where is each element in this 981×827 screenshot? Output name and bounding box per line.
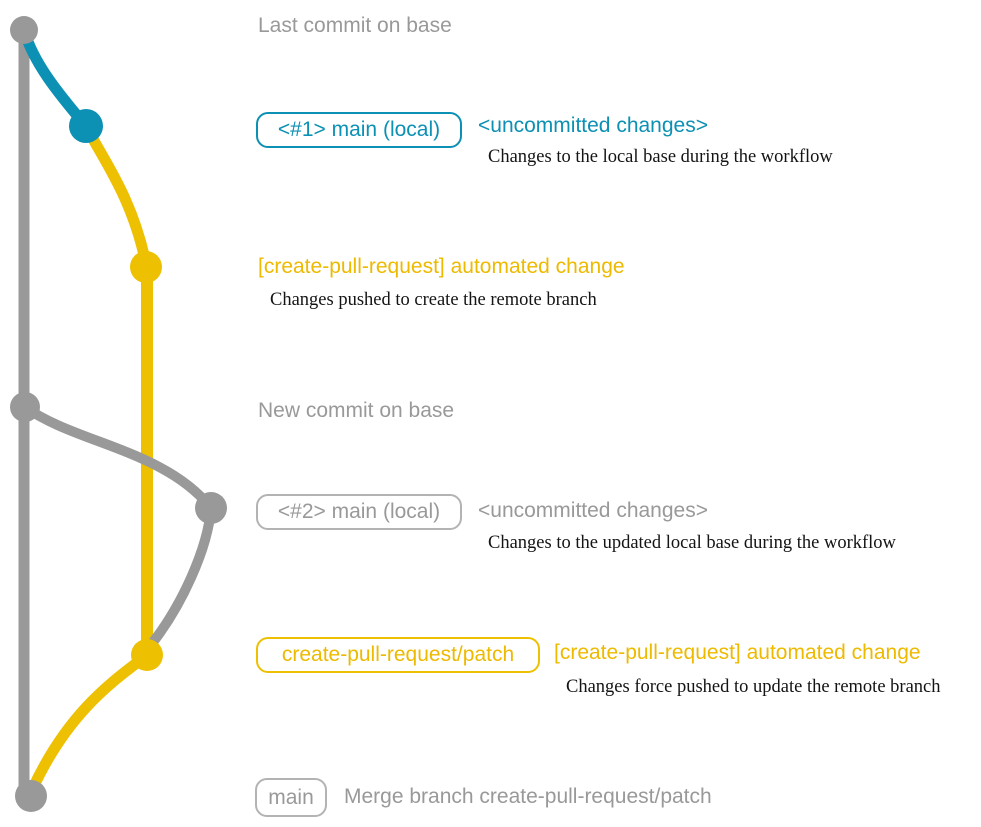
main-local-2-badge: <#2> main (local) <box>256 494 462 530</box>
merge-branch-label: Merge branch create-pull-request/patch <box>344 785 712 808</box>
commit-dot-new-base <box>10 392 40 422</box>
commit-dot-last-base <box>10 16 38 44</box>
local-base-changes-note: Changes to the local base during the wor… <box>488 147 833 167</box>
main-local-1-badge: <#1> main (local) <box>256 112 462 148</box>
main-local-2-badge-label: <#2> main (local) <box>277 500 441 523</box>
automated-change-2-label: [create-pull-request] automated change <box>554 641 921 664</box>
patch-branch-badge-label: create-pull-request/patch <box>281 643 515 666</box>
updated-main-local-curve <box>20 402 216 513</box>
automated-change-1-label: [create-pull-request] automated change <box>258 255 625 278</box>
last-commit-label: Last commit on base <box>258 14 452 37</box>
merge-into-base-curve <box>26 649 153 796</box>
rebase-into-patch-curve <box>145 503 216 651</box>
force-pushed-update-note: Changes force pushed to update the remot… <box>566 677 941 697</box>
updated-local-base-changes-note: Changes to the updated local base during… <box>488 533 896 553</box>
patch-branch-badge: create-pull-request/patch <box>256 637 540 673</box>
pushed-create-remote-note: Changes pushed to create the remote bran… <box>270 290 597 310</box>
commit-dot-main-local-1 <box>69 109 103 143</box>
commit-dot-merge <box>15 780 47 812</box>
commit-dot-patch-2 <box>131 639 163 671</box>
main-local-branch-curve <box>18 24 92 132</box>
main-badge: main <box>255 778 327 817</box>
uncommitted-changes-2-label: <uncommitted changes> <box>478 499 708 522</box>
main-local-1-badge-label: <#1> main (local) <box>277 118 441 141</box>
commit-dot-main-local-2 <box>195 492 227 524</box>
patch-branch-curve-top <box>80 120 152 270</box>
uncommitted-changes-1-label: <uncommitted changes> <box>478 114 708 137</box>
new-commit-label: New commit on base <box>258 399 455 422</box>
main-badge-label: main <box>268 785 314 809</box>
commit-dot-patch-1 <box>130 251 162 283</box>
